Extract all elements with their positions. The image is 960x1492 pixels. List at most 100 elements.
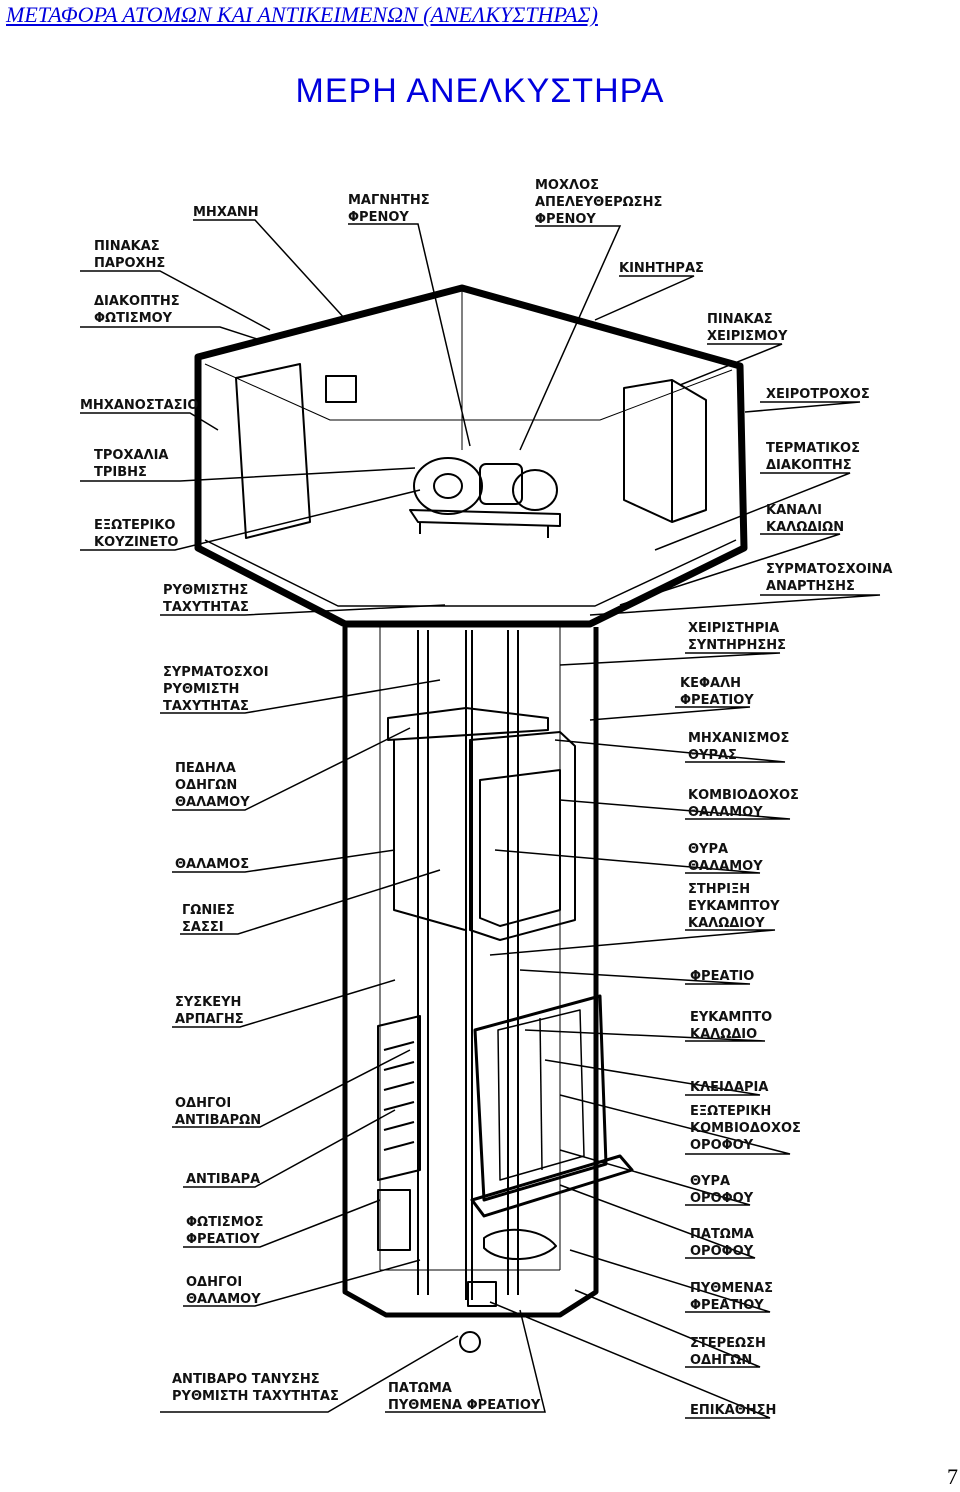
leader-line-supply-panel bbox=[80, 270, 271, 331]
label-line: ΠΕΔΗΛΑ bbox=[175, 761, 236, 776]
label-line: ΟΔΗΓΩΝ bbox=[690, 1353, 752, 1368]
label-line: ΡΥΘΜΙΣΤΗ ΤΑΧΥΤΗΤΑΣ bbox=[172, 1389, 339, 1404]
leader-line-car-guides bbox=[183, 1259, 421, 1307]
running-head: ΜΕΤΑΦΟΡΑ ΑΤΟΜΩΝ ΚΑΙ ΑΝΤΙΚΕΙΜΕΝΩΝ (ΑΝΕΛΚΥ… bbox=[6, 2, 598, 27]
label-line: ΦΡΕΑΤΙΟ bbox=[690, 969, 754, 984]
label-car: ΘΑΛΑΜΟΣ bbox=[175, 857, 249, 872]
leader-line-pit-floor bbox=[385, 1309, 546, 1413]
leader-line-handwheel bbox=[744, 401, 861, 413]
label-line: ΓΩΝΙΕΣ bbox=[182, 903, 235, 918]
leader-line-shaft bbox=[519, 969, 751, 985]
leader-lines bbox=[80, 219, 881, 1419]
label-shaft: ΦΡΕΑΤΙΟ bbox=[690, 969, 754, 984]
label-line: ΘΑΛΑΜΟΥ bbox=[688, 859, 763, 874]
label-line: ΚΑΛΩΔΙΟ bbox=[690, 1027, 757, 1042]
landing-door-frame bbox=[470, 994, 634, 1218]
leader-line-safety-gear bbox=[172, 979, 396, 1028]
label-line: ΣΥΡΜΑΤΟΣΧΟΙΝΑ bbox=[766, 562, 892, 577]
label-line: ΜΗΧΑΝΟΣΤΑΣΙΟ bbox=[80, 398, 198, 413]
leader-line-suspension-ropes bbox=[589, 594, 881, 616]
label-door-mechanism: ΜΗΧΑΝΙΣΜΟΣ ΘΥΡΑΣ bbox=[688, 731, 789, 763]
diagram-structure bbox=[194, 284, 748, 1353]
label-line: ΟΡΟΦΟΥ bbox=[690, 1244, 754, 1259]
label-line: ΧΕΙΡΙΣΜΟΥ bbox=[707, 329, 788, 344]
label-line: ΔΙΑΚΟΠΤΗΣ bbox=[766, 458, 852, 473]
label-line: ΦΡΕΝΟΥ bbox=[535, 212, 596, 227]
label-line: ΟΡΟΦΟΥ bbox=[690, 1138, 754, 1153]
leader-line-brake-magnet bbox=[348, 223, 471, 447]
label-car-door: ΘΥΡΑ ΘΑΛΑΜΟΥ bbox=[688, 842, 763, 874]
label-line: ΦΩΤΙΣΜΟΣ bbox=[186, 1215, 264, 1230]
label-line: ΤΕΡΜΑΤΙΚΟΣ bbox=[766, 441, 860, 456]
label-line: ΑΝΑΡΤΗΣΗΣ bbox=[766, 579, 855, 594]
label-line: ΘΥΡΑ bbox=[690, 1174, 730, 1189]
label-line: ΧΕΙΡΟΤΡΟΧΟΣ bbox=[766, 387, 870, 402]
label-counterweight: ΑΝΤΙΒΑΡΑ bbox=[186, 1172, 260, 1187]
leader-line-landing-floor bbox=[559, 1184, 756, 1259]
label-landing-push-buttons: ΕΞΩΤΕΡΙΚΗ ΚΟΜΒΙΟΔΟΧΟΣ ΟΡΟΦΟΥ bbox=[690, 1104, 801, 1153]
label-line: ΣΥΝΤΗΡΗΣΗΣ bbox=[688, 638, 786, 653]
leader-line-pit-bottom bbox=[569, 1249, 771, 1313]
label-motor: ΚΙΝΗΤΗΡΑΣ bbox=[619, 261, 704, 276]
label-limit-switch: ΤΕΡΜΑΤΙΚΟΣ ΔΙΑΚΟΠΤΗΣ bbox=[766, 441, 860, 473]
label-line: ΡΥΘΜΙΣΤΗΣ bbox=[163, 583, 248, 598]
label-traction-sheave: ΤΡΟΧΑΛΙΑ ΤΡΙΒΗΣ bbox=[94, 448, 169, 480]
label-line: ΜΗΧΑΝΙΣΜΟΣ bbox=[688, 731, 789, 746]
label-line: ΤΡΙΒΗΣ bbox=[94, 465, 147, 480]
supply-box bbox=[325, 375, 357, 403]
leader-line-travelling-cable-support bbox=[489, 929, 776, 956]
label-line: ΘΥΡΑ bbox=[688, 842, 728, 857]
label-line: ΚΟΜΒΙΟΔΟΧΟΣ bbox=[690, 1121, 801, 1136]
label-line: ΘΑΛΑΜΟΥ bbox=[175, 795, 250, 810]
machine-room-outline bbox=[194, 284, 748, 628]
label-line: ΦΡΕΑΤΙΟΥ bbox=[186, 1232, 260, 1247]
label-line: ΦΡΕΝΟΥ bbox=[348, 210, 409, 225]
label-line: ΘΥΡΑΣ bbox=[688, 748, 737, 763]
leader-line-shaft-head bbox=[589, 706, 751, 721]
label-line: ΦΡΕΑΤΙΟΥ bbox=[680, 693, 754, 708]
leader-line-external-bearing bbox=[80, 489, 421, 551]
label-line: ΟΔΗΓΟΙ bbox=[175, 1096, 231, 1111]
label-machine-room: ΜΗΧΑΝΟΣΤΑΣΙΟ bbox=[80, 398, 198, 413]
leader-line-cable-ducts bbox=[619, 533, 841, 606]
leader-line-control-panel bbox=[679, 343, 783, 386]
label-line: ΑΡΠΑΓΗΣ bbox=[175, 1012, 244, 1027]
label-line: ΕΞΩΤΕΡΙΚΗ bbox=[690, 1104, 771, 1119]
label-line: ΘΑΛΑΜΟΥ bbox=[688, 805, 763, 820]
label-line: ΘΑΛΑΜΟΣ bbox=[175, 857, 249, 872]
leader-line-landing-door bbox=[559, 1149, 751, 1206]
control-cabinet bbox=[623, 379, 707, 523]
label-line: ΤΡΟΧΑΛΙΑ bbox=[94, 448, 169, 463]
leader-line-motor bbox=[594, 275, 695, 321]
label-line: ΑΝΤΙΒΑΡΟ ΤΑΝΥΣΗΣ bbox=[172, 1372, 320, 1387]
label-line: ΕΞΩΤΕΡΙΚΟ bbox=[94, 518, 175, 533]
leader-line-speed-governor bbox=[160, 604, 446, 616]
counterweight-assembly bbox=[377, 1015, 421, 1251]
pit-equipment bbox=[459, 1228, 557, 1353]
label-line: ΚΑΛΩΔΙΩΝ bbox=[766, 520, 844, 535]
leader-line-lighting-switch bbox=[80, 326, 261, 341]
leader-line-counterweight-guides bbox=[172, 1049, 411, 1128]
label-suspension-ropes: ΣΥΡΜΑΤΟΣΧΟΙΝΑ ΑΝΑΡΤΗΣΗΣ bbox=[766, 562, 892, 594]
label-line: ΠΑΤΩΜΑ bbox=[690, 1227, 754, 1242]
label-line: ΠΥΘΜΕΝΑΣ bbox=[690, 1281, 773, 1296]
label-line: ΦΡΕΑΤΙΟΥ bbox=[690, 1298, 764, 1313]
leader-line-traction-sheave bbox=[80, 467, 416, 482]
